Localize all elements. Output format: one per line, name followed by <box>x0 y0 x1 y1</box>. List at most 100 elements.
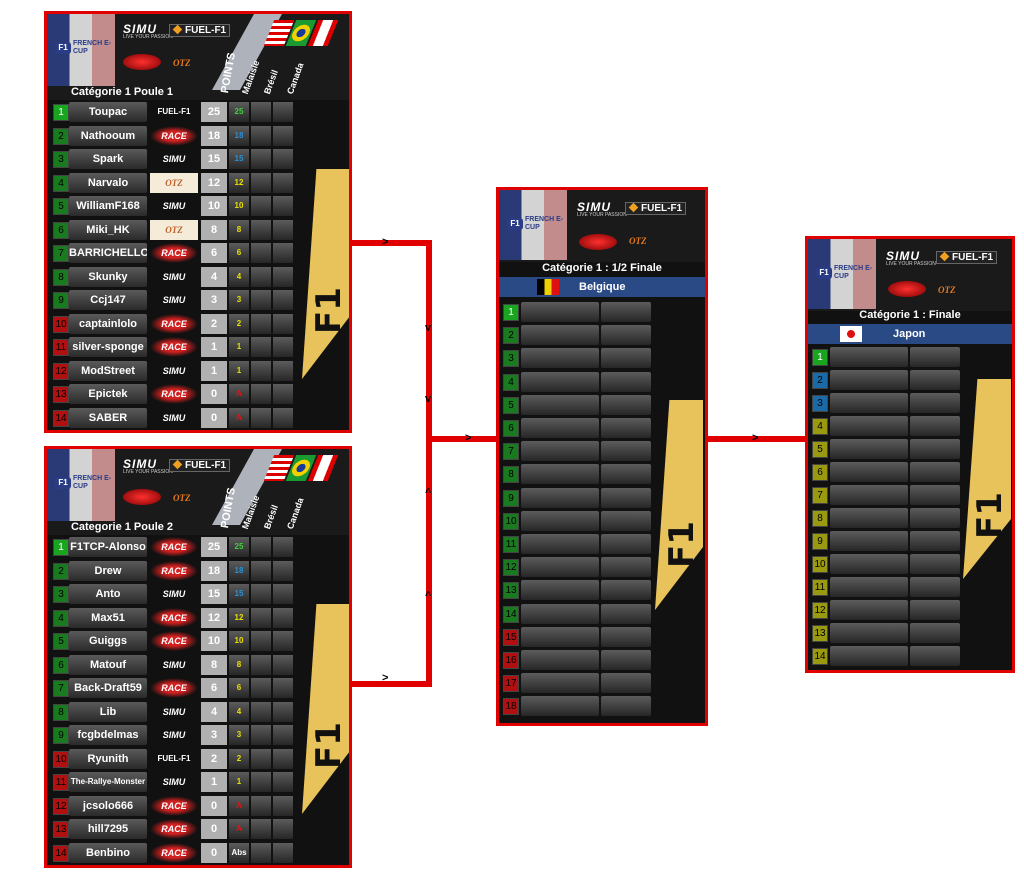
team-logo: SIMU <box>150 196 198 216</box>
points-slot <box>601 394 651 415</box>
race-result-2 <box>251 125 271 146</box>
position-number: 4 <box>53 174 69 192</box>
total-points: 6 <box>201 243 227 263</box>
team-logo: SIMU <box>150 266 198 287</box>
points-slot <box>910 554 960 574</box>
result-row: 8 <box>499 463 659 485</box>
race-result-3 <box>273 360 293 381</box>
driver-slot <box>830 485 908 505</box>
position-number: 2 <box>53 127 69 145</box>
fuel-f1-logo: FUEL-F1 <box>169 459 231 472</box>
points-slot <box>910 485 960 505</box>
position-number: 10 <box>53 750 69 768</box>
race-result-1: 10 <box>229 631 249 651</box>
driver-slot <box>521 302 599 322</box>
race-result-2 <box>251 219 271 240</box>
race-result-2 <box>251 172 271 193</box>
race-result-1: 25 <box>229 102 249 122</box>
total-points: 15 <box>201 149 227 169</box>
position-number: 14 <box>812 648 828 665</box>
team-logo: SIMU <box>150 149 198 169</box>
total-points: 0 <box>201 407 227 428</box>
position-number: 1 <box>812 349 828 366</box>
total-points: 3 <box>201 290 227 310</box>
driver-slot <box>830 462 908 482</box>
points-slot <box>910 646 960 666</box>
position-number: 5 <box>812 441 828 458</box>
driver-name: F1TCP-Alonso <box>69 537 147 557</box>
position-number: 2 <box>812 372 828 389</box>
race-label-2: Brésil <box>262 503 280 531</box>
race-championship-logo <box>888 281 926 297</box>
race-result-3 <box>273 149 293 169</box>
team-logo: SIMU <box>150 772 198 792</box>
result-row: 2 <box>499 324 659 346</box>
race-result-1: 25 <box>229 537 249 557</box>
team-logo: RACE <box>150 607 198 628</box>
driver-slot <box>521 650 599 670</box>
position-number: 3 <box>503 350 519 368</box>
race-result-1: A <box>229 795 249 816</box>
race-result-1: 4 <box>229 266 249 287</box>
driver-name: Max51 <box>69 607 147 628</box>
driver-slot <box>521 626 599 647</box>
race-result-3 <box>273 584 293 604</box>
driver-slot <box>830 600 908 620</box>
race-result-1: 3 <box>229 725 249 745</box>
race-result-1: 1 <box>229 337 249 357</box>
position-number: 2 <box>53 562 69 580</box>
race-result-2 <box>251 725 271 745</box>
total-points: 18 <box>201 560 227 581</box>
position-number: 6 <box>53 656 69 674</box>
driver-name: Narvalo <box>69 172 147 193</box>
points-slot <box>601 510 651 531</box>
result-row: 9 <box>808 530 968 552</box>
driver-name: jcsolo666 <box>69 795 147 816</box>
driver-name: Lib <box>69 701 147 722</box>
race-result-3 <box>273 607 293 628</box>
arrow-up-1: ^ <box>425 487 432 499</box>
result-row: 3 <box>808 392 968 414</box>
race-result-3 <box>273 560 293 581</box>
team-logo: OTZ <box>150 219 198 240</box>
race-label-3: Canada <box>285 61 306 96</box>
total-points: 15 <box>201 584 227 604</box>
position-number: 2 <box>503 327 519 345</box>
race-result-2 <box>251 607 271 628</box>
arrow-right-1: > <box>382 236 389 248</box>
position-number: 7 <box>53 680 69 697</box>
race-result-1: 8 <box>229 219 249 240</box>
position-number: 5 <box>53 198 69 215</box>
f1-2017-text: F1 2017 <box>309 674 352 769</box>
position-number: 8 <box>53 268 69 286</box>
points-slot <box>910 462 960 482</box>
race-label-2: Brésil <box>262 68 280 96</box>
poule1-title: Catégorie 1 Poule 1 <box>70 86 174 98</box>
points-slot <box>601 464 651 485</box>
points-slot <box>910 393 960 413</box>
driver-slot <box>830 646 908 666</box>
result-row: 1 <box>499 301 659 323</box>
race-result-1: 3 <box>229 290 249 310</box>
position-number: 5 <box>503 396 519 414</box>
team-logo: FUEL-F1 <box>150 748 198 769</box>
result-row: 7 <box>808 484 968 506</box>
position-number: 1 <box>53 539 69 556</box>
otz-logo: OTZ <box>938 285 956 295</box>
race-result-2 <box>251 842 271 863</box>
position-number: 11 <box>812 579 828 596</box>
result-row: 6 <box>808 461 968 483</box>
race-result-3 <box>273 678 293 698</box>
team-logo: RACE <box>150 313 198 334</box>
fuel-f1-logo: FUEL-F1 <box>936 251 998 264</box>
team-logo: SIMU <box>150 654 198 675</box>
driver-slot <box>521 557 599 578</box>
